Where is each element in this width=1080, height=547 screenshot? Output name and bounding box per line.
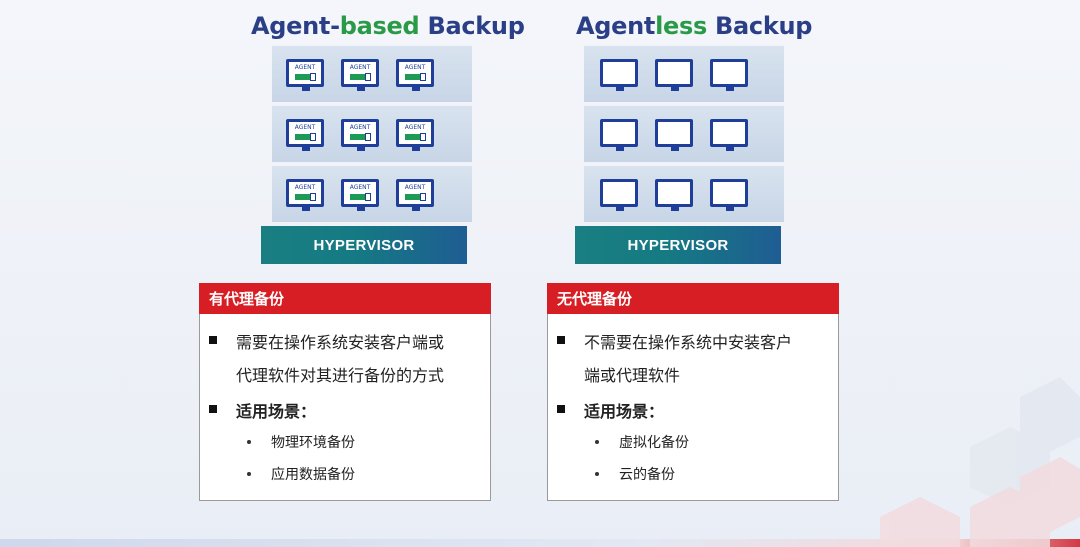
- agent-label: AGENT: [404, 64, 426, 71]
- title-part-3: Backup: [419, 12, 525, 40]
- description-line-2: 代理软件对其进行备份的方式: [236, 366, 445, 385]
- agent-bar: [295, 133, 316, 141]
- square-bullet-icon: [209, 336, 217, 344]
- agent-bar: [350, 193, 371, 201]
- agent-bar: [295, 73, 316, 81]
- title-part-3: Backup: [706, 12, 813, 40]
- agent-bar: [350, 133, 371, 141]
- agent-bar: [295, 193, 316, 201]
- description-line-2: 端或代理软件: [584, 366, 681, 385]
- description-line-1: 需要在操作系统安装客户端或: [236, 333, 445, 352]
- agent-bar: [405, 133, 426, 141]
- agent-label: AGENT: [349, 124, 371, 131]
- agent-bar: [350, 73, 371, 81]
- monitor-icon: [710, 179, 748, 211]
- title-part-1: Agent-: [251, 12, 340, 40]
- agentless-title: Agentless Backup: [576, 12, 812, 40]
- monitor-icon: [655, 59, 693, 91]
- vm-stack: [584, 43, 784, 225]
- agent-based-card: 有代理备份 需要在操作系统安装客户端或 代理软件对其进行备份的方式 适用场景： …: [199, 283, 491, 501]
- agent-label: AGENT: [294, 184, 316, 191]
- monitor-icon: AGENT: [396, 179, 434, 211]
- card-title: 无代理备份: [547, 283, 839, 314]
- dot-bullet-icon: [247, 440, 251, 444]
- monitor-icon: AGENT: [341, 179, 379, 211]
- monitor-icon: AGENT: [341, 59, 379, 91]
- monitor-icon: AGENT: [341, 119, 379, 151]
- description-line-1: 不需要在操作系统中安装客户: [584, 333, 793, 352]
- agent-based-title: Agent-based Backup: [251, 12, 525, 40]
- title-part-2: based: [339, 12, 420, 40]
- agent-bar: [405, 73, 426, 81]
- agent-label: AGENT: [294, 64, 316, 71]
- bottom-strip: [0, 539, 1080, 547]
- agent-label: AGENT: [294, 124, 316, 131]
- dot-bullet-icon: [595, 440, 599, 444]
- monitor-icon: AGENT: [396, 119, 434, 151]
- scenarios-label: 适用场景：: [236, 402, 317, 421]
- dot-bullet-icon: [595, 472, 599, 476]
- hypervisor-bar: HYPERVISOR: [261, 226, 467, 264]
- square-bullet-icon: [209, 405, 217, 413]
- card-body: 不需要在操作系统中安装客户 端或代理软件 适用场景： 虚拟化备份 云的备份: [547, 314, 839, 501]
- card-body: 需要在操作系统安装客户端或 代理软件对其进行备份的方式 适用场景： 物理环境备份…: [199, 314, 491, 501]
- vm-stack: AGENT AGENT AGENT AGENT AGENT AGENT AGEN…: [272, 43, 472, 225]
- square-bullet-icon: [557, 336, 565, 344]
- hypervisor-bar: HYPERVISOR: [575, 226, 781, 264]
- monitor-icon: [655, 119, 693, 151]
- decorative-cubes: [880, 377, 1080, 547]
- monitor-icon: [710, 119, 748, 151]
- monitor-icon: [710, 59, 748, 91]
- agent-label: AGENT: [404, 184, 426, 191]
- monitor-icon: AGENT: [286, 179, 324, 211]
- agent-label: AGENT: [349, 64, 371, 71]
- scenario-item: 物理环境备份: [271, 435, 355, 451]
- monitor-icon: [655, 179, 693, 211]
- monitor-icon: AGENT: [286, 59, 324, 91]
- dot-bullet-icon: [247, 472, 251, 476]
- scenario-item: 虚拟化备份: [619, 435, 689, 451]
- scenario-item: 云的备份: [619, 467, 675, 483]
- monitor-icon: AGENT: [286, 119, 324, 151]
- agent-label: AGENT: [349, 184, 371, 191]
- agent-bar: [405, 193, 426, 201]
- monitor-icon: AGENT: [396, 59, 434, 91]
- title-part-2: less: [655, 12, 707, 40]
- title-part-1: Agent: [576, 12, 656, 40]
- square-bullet-icon: [557, 405, 565, 413]
- agentless-card: 无代理备份 不需要在操作系统中安装客户 端或代理软件 适用场景： 虚拟化备份 云…: [547, 283, 839, 501]
- agent-label: AGENT: [404, 124, 426, 131]
- scenarios-label: 适用场景：: [584, 402, 665, 421]
- monitor-icon: [600, 179, 638, 211]
- card-title: 有代理备份: [199, 283, 491, 314]
- monitor-icon: [600, 119, 638, 151]
- monitor-icon: [600, 59, 638, 91]
- scenario-item: 应用数据备份: [271, 467, 355, 483]
